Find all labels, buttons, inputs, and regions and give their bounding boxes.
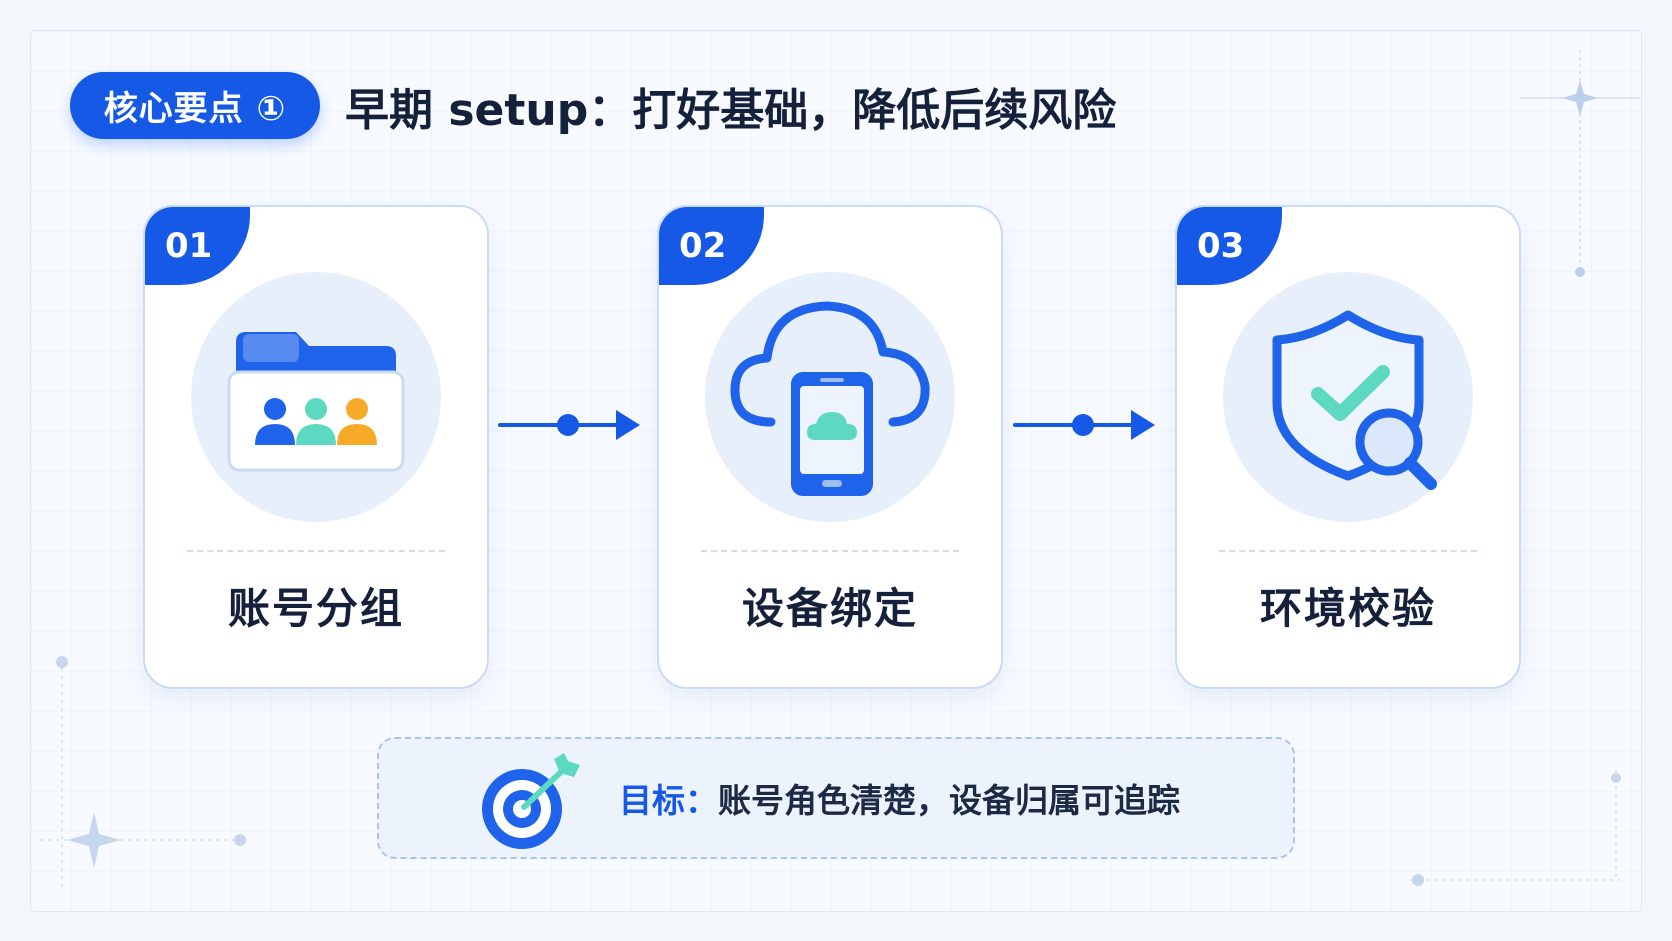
card-divider [701,550,959,552]
card-divider [187,550,445,552]
step-card-account-grouping: 01 账号分组 [143,205,489,689]
card-divider [1219,550,1477,552]
cloud-phone-icon [730,301,930,496]
goal-description: 账号角色清楚，设备归属可追踪 [718,781,1180,820]
step-label: 环境校验 [1259,584,1436,633]
sparkle-decoration-bottom-right-icon [1410,770,1621,886]
goal-key-label: 目标： [619,781,718,820]
folder-users-icon [227,332,405,472]
step-label: 设备绑定 [741,584,918,633]
step-card-environment-check: 03 环境校验 [1175,205,1521,689]
sparkle-decoration-bottom-left-icon [40,656,246,890]
icon-backdrop [1223,272,1473,522]
goal-text: 目标： 账号角色清楚，设备归属可追踪 [619,739,1180,857]
step-number-badge: 03 [1177,207,1282,285]
step-label: 账号分组 [227,584,404,633]
sparkle-decoration-top-right-icon [1520,50,1640,280]
icon-backdrop [191,272,441,522]
target-arrow-icon [482,753,580,849]
connector-arrow-icon [1013,410,1155,440]
goal-panel: 目标： 账号角色清楚，设备归属可追踪 [377,737,1295,859]
icon-backdrop [705,272,955,522]
page-title: 早期 setup：打好基础，降低后续风险 [345,84,1117,136]
step-card-device-binding: 02 设备绑定 [657,205,1003,689]
shield-check-search-icon [1272,310,1437,490]
key-point-badge: 核心要点 ① [70,72,320,139]
connector-arrow-icon [498,410,640,440]
